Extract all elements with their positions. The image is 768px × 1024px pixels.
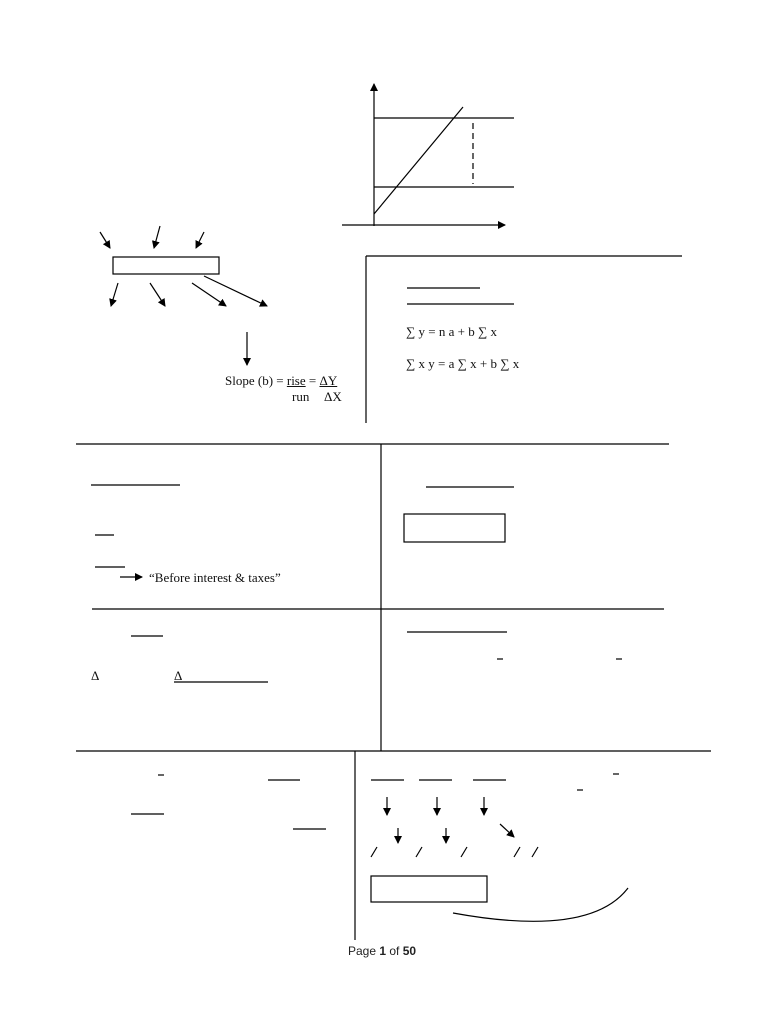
bottom-slash-4 bbox=[513, 846, 521, 858]
bottom-box bbox=[370, 875, 488, 903]
slope-delta-x: ΔX bbox=[324, 389, 342, 404]
bottom-slash-1 bbox=[370, 846, 378, 858]
cell-b-box bbox=[403, 513, 506, 543]
slope-prefix: Slope (b) = bbox=[225, 373, 287, 388]
delta-symbol-left: Δ bbox=[91, 668, 100, 683]
slope-delta-y: ΔY bbox=[319, 373, 338, 388]
arrow-out-3 bbox=[191, 282, 227, 307]
bottom-slash-5 bbox=[531, 846, 539, 858]
page-footer: Page 1 of 50 bbox=[348, 944, 416, 958]
center-box bbox=[112, 256, 220, 275]
arrow-out-4 bbox=[203, 275, 268, 307]
slope-run: run bbox=[292, 389, 310, 404]
slope-equals: = bbox=[305, 373, 320, 388]
slope-formula: Slope (b) = rise = ΔY bbox=[225, 374, 337, 387]
regression-panel bbox=[365, 255, 682, 423]
bottom-arrow-6 bbox=[499, 823, 515, 838]
arrow-in-1 bbox=[99, 231, 111, 249]
graph-diagonal-line bbox=[373, 106, 464, 215]
arrow-in-3 bbox=[195, 231, 205, 249]
bottom-slash-2 bbox=[415, 846, 423, 858]
bottom-slash-3 bbox=[460, 846, 468, 858]
arrow-in-2 bbox=[151, 225, 161, 249]
normal-equation-1: ∑ y = n a + b ∑ x bbox=[406, 324, 497, 339]
arrow-out-1 bbox=[109, 282, 119, 307]
normal-equation-2: ∑ x y = a ∑ x + b ∑ x bbox=[406, 356, 520, 371]
cost-graph bbox=[342, 83, 514, 229]
footer-of-word: of bbox=[386, 944, 403, 958]
footer-total-pages: 50 bbox=[402, 944, 417, 958]
footer-current-page: 1 bbox=[379, 944, 387, 958]
slope-rise: rise bbox=[286, 373, 306, 388]
arrow-diagram bbox=[99, 225, 268, 366]
ebit-note: “Before interest & taxes” bbox=[149, 570, 281, 585]
arrow-out-2 bbox=[149, 282, 166, 307]
delta-symbol-right: Δ bbox=[174, 668, 183, 683]
middle-grid bbox=[76, 443, 711, 752]
bottom-curve bbox=[452, 887, 629, 922]
footer-page-word: Page bbox=[348, 944, 380, 958]
bottom-section bbox=[131, 751, 629, 940]
